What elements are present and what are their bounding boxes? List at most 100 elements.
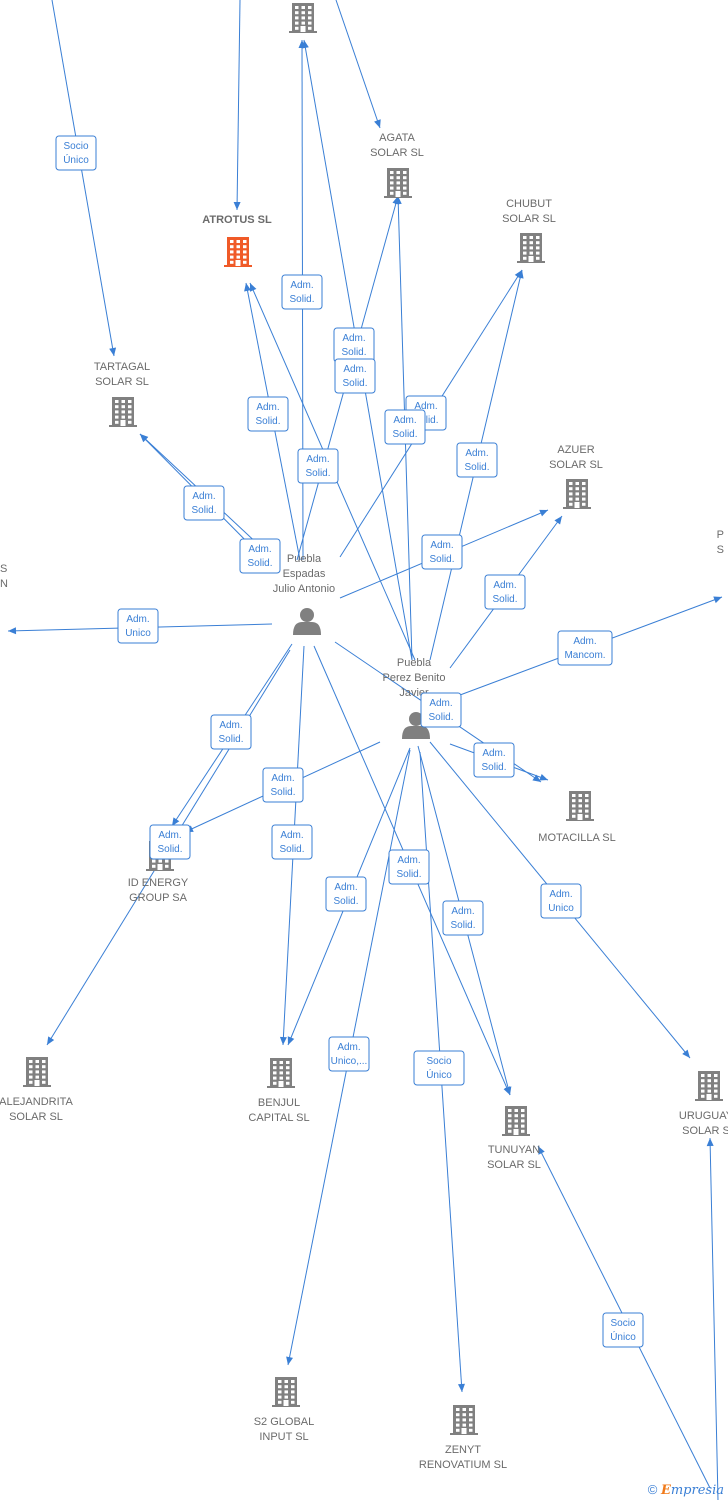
edge-label-box[interactable]: Adm.Solid. bbox=[297, 448, 339, 484]
edge-label-box[interactable]: Adm.Solid. bbox=[262, 767, 304, 803]
edge-label-box[interactable]: Adm.Unico,... bbox=[328, 1036, 370, 1072]
edge-label-box[interactable]: Adm.Solid. bbox=[333, 327, 375, 363]
edge-line bbox=[51, 0, 115, 357]
edge-label-line: Solid. bbox=[413, 415, 438, 426]
edge-label-box[interactable]: Adm.Solid. bbox=[210, 714, 252, 750]
edge-label-box[interactable]: Adm.Solid. bbox=[484, 574, 526, 610]
edge-label-box[interactable]: Adm.Solid. bbox=[334, 358, 376, 394]
node-label: Espadas bbox=[283, 568, 326, 580]
edge-label-frame bbox=[210, 714, 252, 750]
edge-label-frame bbox=[540, 883, 582, 919]
edge-label-box[interactable]: Adm.Solid. bbox=[281, 274, 323, 310]
node-edge-right[interactable]: PS bbox=[717, 529, 724, 556]
footer-credit: © Empresia bbox=[648, 1482, 724, 1498]
edge-label-line: Adm. bbox=[192, 491, 215, 502]
edge-label-line: Adm. bbox=[343, 364, 366, 375]
edge-label-box[interactable]: Adm.Solid. bbox=[325, 876, 367, 912]
edge-label-box[interactable]: Adm.Solid. bbox=[473, 742, 515, 778]
edge-label-line: Adm. bbox=[573, 636, 596, 647]
arrowhead-icon bbox=[394, 196, 402, 205]
node-motacilla[interactable]: MOTACILLA SL bbox=[538, 791, 616, 844]
building-icon bbox=[384, 168, 412, 198]
edge-label-line: Adm. bbox=[158, 830, 181, 841]
edge-label-frame bbox=[149, 824, 191, 860]
edge-label-line: Único bbox=[63, 153, 89, 166]
edge-label-frame bbox=[388, 849, 430, 885]
node-edge-left[interactable]: SN bbox=[0, 563, 8, 590]
arrowhead-icon bbox=[682, 1049, 690, 1058]
edge-label-frame bbox=[442, 900, 484, 936]
arrowhead-icon bbox=[8, 627, 17, 635]
edge-label-line: Adm. bbox=[397, 855, 420, 866]
edge-label-line: Único bbox=[610, 1330, 636, 1343]
edge-line bbox=[709, 1137, 719, 1500]
arrowhead-icon bbox=[279, 1036, 287, 1045]
building-icon bbox=[267, 1058, 295, 1088]
edge-label-box[interactable]: Adm.Solid. bbox=[456, 442, 498, 478]
building-icon bbox=[566, 791, 594, 821]
edge-label-frame bbox=[421, 534, 463, 570]
edge-label-box[interactable]: Adm.Solid. bbox=[149, 824, 191, 860]
edge-label-box[interactable]: Adm.Solid. bbox=[183, 485, 225, 521]
edge-1[interactable] bbox=[233, 0, 241, 211]
node-label: URUGUAY bbox=[679, 1110, 728, 1122]
edge-label-box[interactable]: Adm.Solid. bbox=[442, 900, 484, 936]
node-label: GROUP SA bbox=[129, 892, 188, 904]
edge-label-box[interactable]: Adm.Solid. bbox=[247, 396, 289, 432]
edge-label-line: Adm. bbox=[337, 1042, 360, 1053]
edge-label-line: Solid. bbox=[305, 468, 330, 479]
edge-label-box[interactable]: Adm.Mancom. bbox=[557, 630, 613, 666]
edge-label-line: Solid. bbox=[279, 844, 304, 855]
edge-label-frame bbox=[384, 409, 426, 445]
edge-0[interactable] bbox=[51, 0, 117, 357]
person-icon bbox=[402, 712, 430, 739]
edge-label-frame bbox=[247, 396, 289, 432]
edge-label-box[interactable]: Adm.Solid. bbox=[420, 692, 462, 728]
node-atrotus[interactable]: ATROTUS SL bbox=[202, 214, 272, 267]
edge-label-frame bbox=[456, 442, 498, 478]
edge-label-line: Socio bbox=[63, 141, 88, 152]
edge-label-box[interactable]: Adm.Solid. bbox=[388, 849, 430, 885]
node-label: SOLAR SL bbox=[549, 459, 603, 471]
edge-label-line: Socio bbox=[426, 1056, 451, 1067]
edge-30[interactable] bbox=[706, 1137, 719, 1500]
edge-label-box[interactable]: Adm.Solid. bbox=[421, 534, 463, 570]
edge-2[interactable] bbox=[335, 0, 381, 129]
edge-label-line: Adm. bbox=[482, 748, 505, 759]
edge-label-line: Solid. bbox=[492, 594, 517, 605]
copyright-symbol: © bbox=[647, 1482, 658, 1497]
arrowhead-icon bbox=[244, 283, 251, 292]
edge-label-line: Adm. bbox=[271, 773, 294, 784]
arrowhead-icon bbox=[301, 40, 309, 49]
node-label: CAPITAL SL bbox=[248, 1112, 309, 1124]
edge-label-box[interactable]: Adm.Unico bbox=[540, 883, 582, 919]
brand-logo[interactable]: Empresia bbox=[660, 1483, 724, 1498]
edge-label-box[interactable]: Adm.Solid. bbox=[384, 409, 426, 445]
person-icon bbox=[293, 608, 321, 635]
arrowhead-icon bbox=[554, 516, 562, 525]
edge-label-box[interactable]: Adm.Unico bbox=[117, 608, 159, 644]
arrowhead-icon bbox=[539, 509, 548, 517]
node-label: RENOVATIUM SL bbox=[419, 1459, 507, 1471]
edge-label-box[interactable]: Adm.Solid. bbox=[271, 824, 313, 860]
edge-label-line: Adm. bbox=[430, 540, 453, 551]
edge-label-box[interactable]: Adm.Solid. bbox=[239, 538, 281, 574]
arrowhead-icon bbox=[539, 773, 548, 781]
node-top[interactable] bbox=[289, 3, 317, 33]
edge-label-line: Adm. bbox=[248, 544, 271, 555]
